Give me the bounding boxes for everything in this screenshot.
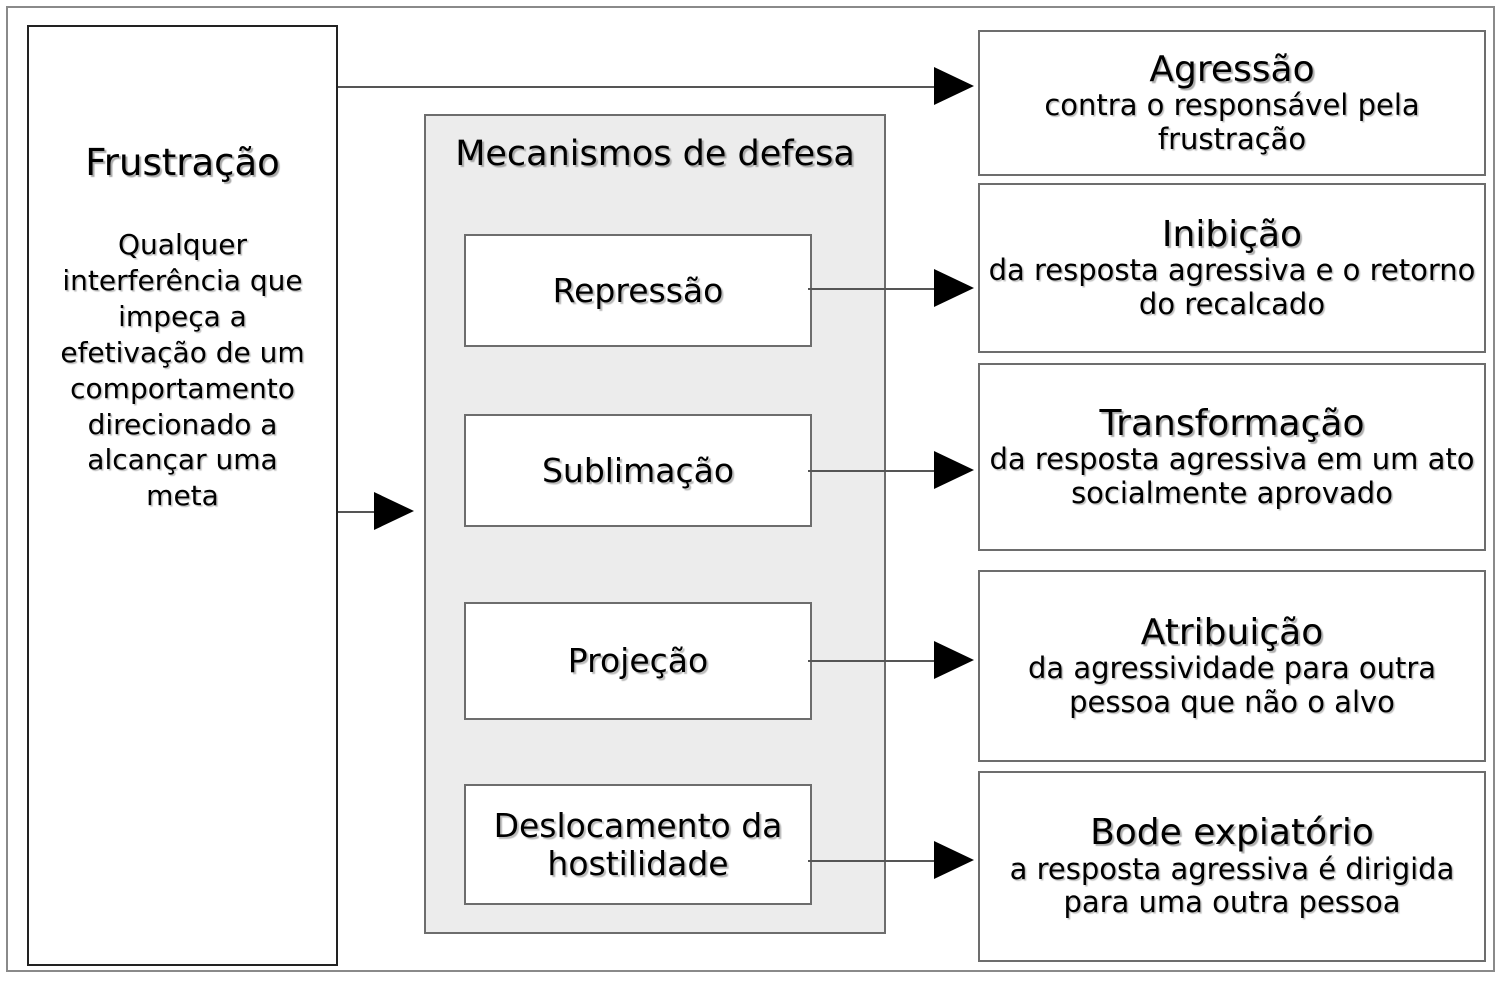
connector-repressao-to-inibicao xyxy=(808,288,934,290)
arrowhead-mechanisms xyxy=(374,492,414,530)
outcome-box-inibicao: Inibição da resposta agressiva e o retor… xyxy=(978,183,1486,353)
defense-mechanisms-panel: Mecanismos de defesa Repressão Sublimaçã… xyxy=(424,114,886,934)
connector-projecao-to-atribuicao xyxy=(808,660,934,662)
outcome-box-transformacao: Transformação da resposta agressiva em u… xyxy=(978,363,1486,551)
arrowhead-bode-expiatorio xyxy=(934,841,974,879)
mechanism-box-sublimacao: Sublimação xyxy=(464,414,812,527)
outcome-title: Agressão xyxy=(1149,48,1315,90)
connector-frustration-to-mechanisms xyxy=(338,511,374,513)
mechanism-box-deslocamento: Deslocamento da hostilidade xyxy=(464,784,812,905)
outcome-title: Transformação xyxy=(1099,402,1365,444)
outcome-title: Bode expiatório xyxy=(1090,812,1374,854)
outcome-description: contra o responsável pela frustração xyxy=(1044,88,1420,156)
frustration-title: Frustração xyxy=(85,141,280,184)
arrowhead-inibicao xyxy=(934,269,974,307)
outcome-title: Atribuição xyxy=(1140,611,1324,653)
arrowhead-agressao xyxy=(934,67,974,105)
frustration-source-box: Frustração Qualquer interferência que im… xyxy=(27,25,338,966)
arrowhead-atribuicao xyxy=(934,641,974,679)
frustration-description: Qualquer interferência que impeça a efet… xyxy=(60,228,305,513)
defense-mechanisms-title: Mecanismos de defesa xyxy=(455,134,855,174)
outcome-description: da agressividade para outra pessoa que n… xyxy=(1027,651,1437,719)
outcome-description: da resposta agressiva em um ato socialme… xyxy=(989,442,1475,510)
connector-sublimacao-to-transformacao xyxy=(808,470,934,472)
outcome-title: Inibição xyxy=(1161,213,1303,255)
mechanism-box-repressao: Repressão xyxy=(464,234,812,347)
outcome-box-bode-expiatorio: Bode expiatório a resposta agressiva é d… xyxy=(978,771,1486,962)
outcome-box-atribuicao: Atribuição da agressividade para outra p… xyxy=(978,570,1486,762)
connector-deslocamento-to-bode xyxy=(808,860,934,862)
outcome-description: a resposta agressiva é dirigida para uma… xyxy=(1009,851,1455,920)
connector-frustration-to-agressao xyxy=(338,86,934,88)
arrowhead-transformacao xyxy=(934,451,974,489)
outcome-description: da resposta agressiva e o retorno do rec… xyxy=(988,253,1476,321)
outcome-box-agressao: Agressão contra o responsável pela frust… xyxy=(978,30,1486,176)
mechanism-box-projecao: Projeção xyxy=(464,602,812,720)
